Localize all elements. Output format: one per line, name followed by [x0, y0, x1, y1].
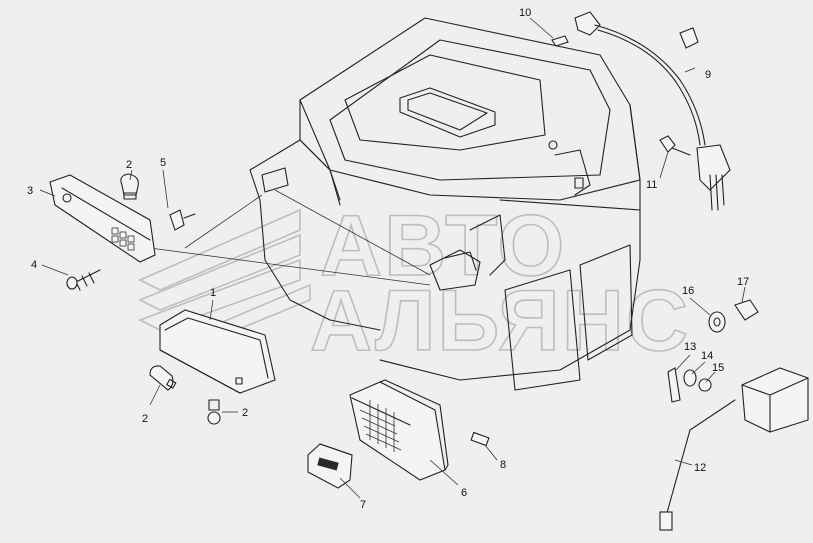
rear-lamp [349, 379, 449, 481]
cab-rear-window [579, 244, 633, 361]
truck-cab [149, 17, 641, 391]
callout-7: 7 [360, 499, 366, 511]
bulb-upper [120, 173, 139, 200]
bulb-10 [551, 35, 569, 47]
roof-hatch [399, 87, 496, 138]
front-lamp-housing [159, 309, 276, 394]
watermark-line2: АЛЬЯНС [310, 273, 690, 369]
callout-2-top: 2 [126, 159, 132, 171]
clip-17 [734, 299, 759, 321]
leader-lines [39, 17, 746, 499]
small-bulb [470, 431, 490, 447]
callout-5: 5 [160, 157, 166, 169]
clip-part [169, 209, 196, 231]
clip-9-top [679, 27, 699, 49]
headlamp-mount [429, 249, 481, 291]
callout-8: 8 [500, 459, 506, 471]
callout-12: 12 [694, 462, 706, 474]
callout-6: 6 [461, 487, 467, 499]
callout-labels: 1 2 2 2 3 4 5 6 7 8 9 10 11 12 13 14 15 … [27, 7, 749, 511]
washer-14 [683, 369, 697, 387]
callout-1: 1 [210, 287, 216, 299]
bulb-lower-right [207, 399, 221, 425]
callout-13: 13 [684, 341, 696, 353]
side-marker-lamp [49, 174, 156, 263]
callout-2-lower-left: 2 [142, 413, 148, 425]
callout-4: 4 [31, 259, 37, 271]
cab-door [504, 269, 581, 391]
marker-lamp [261, 167, 289, 193]
cable-assembly [574, 11, 731, 211]
screw-part [66, 269, 101, 291]
callout-3: 3 [27, 185, 33, 197]
callout-14: 14 [701, 350, 713, 362]
callout-11: 11 [646, 179, 657, 191]
callout-10: 10 [519, 7, 531, 19]
toggle-switch [307, 443, 353, 489]
mirror-lamp [659, 367, 809, 531]
callout-9: 9 [705, 69, 711, 81]
callout-16: 16 [682, 285, 694, 297]
bracket-13 [667, 367, 681, 403]
bulb-lower-left [149, 365, 177, 391]
bolt-11 [659, 135, 691, 156]
grommet-16 [708, 311, 726, 333]
watermark-line1: АВТО [320, 198, 566, 294]
callout-17: 17 [737, 276, 749, 288]
callout-15: 15 [712, 362, 724, 374]
watermark-logo: АВТО АЛЬЯНС [138, 197, 690, 370]
nut-15 [698, 378, 712, 392]
callout-2-lower-right: 2 [242, 407, 248, 419]
